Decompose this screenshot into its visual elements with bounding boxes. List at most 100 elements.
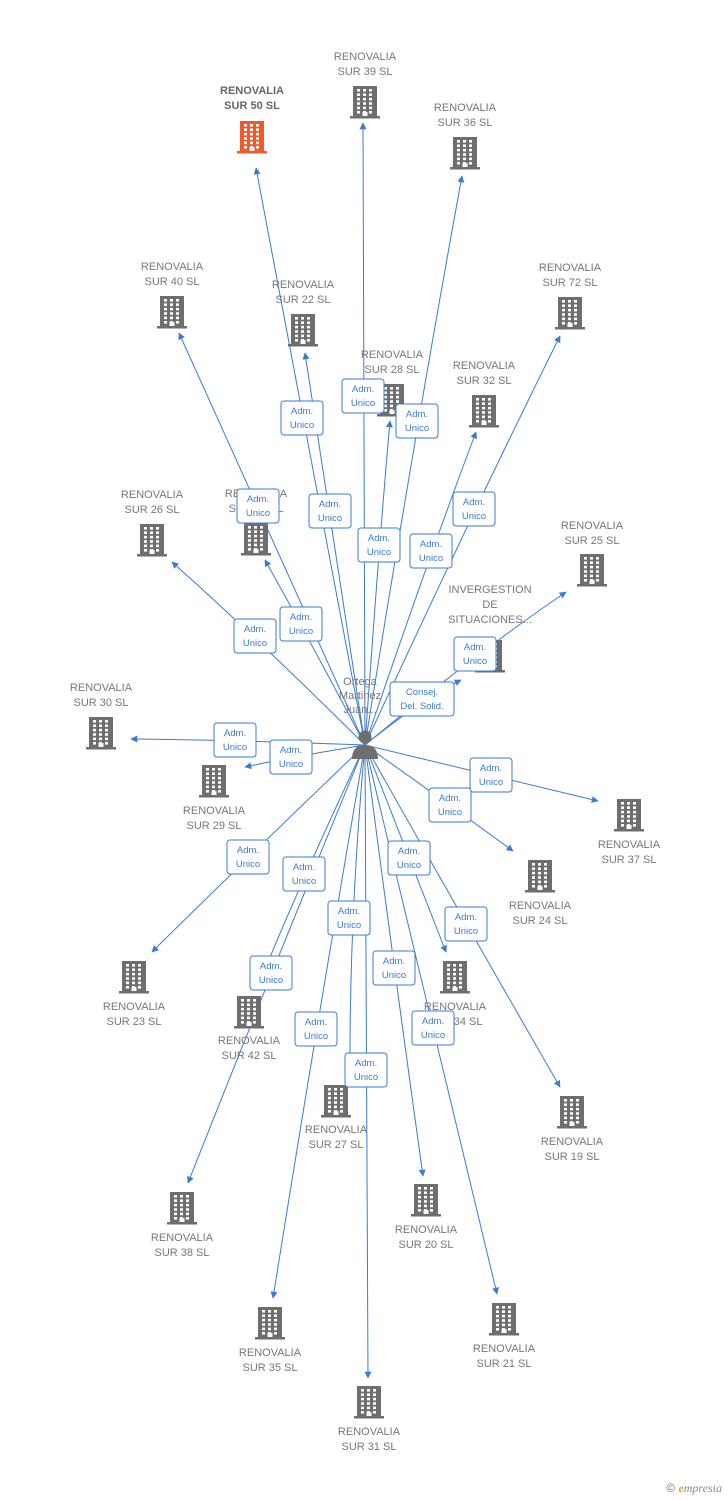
building-icon[interactable] xyxy=(234,996,264,1029)
edge-label-sur40[interactable]: Adm.Unico xyxy=(236,488,280,524)
edge-label-sur25[interactable]: Adm.Unico xyxy=(453,636,497,672)
edge-label-sur20[interactable]: Adm.Unico xyxy=(372,950,416,986)
company-label: RENOVALIA xyxy=(338,1426,401,1438)
edge-label-line: Del. Solid. xyxy=(400,701,443,712)
building-icon[interactable] xyxy=(137,524,167,557)
edge-label-sur32[interactable]: Adm. Unico xyxy=(409,533,453,569)
building-icon[interactable] xyxy=(525,860,555,893)
building-icon[interactable] xyxy=(557,1096,587,1129)
center-person[interactable]: OrtegaMartinezJuan... xyxy=(339,676,381,759)
edge-label-sur36[interactable]: Adm.Unico xyxy=(395,403,439,439)
edge-sur39 xyxy=(359,122,367,746)
company-label: SUR 35 SL xyxy=(242,1362,297,1374)
building-icon[interactable] xyxy=(440,961,470,994)
edge-sur40 xyxy=(178,332,366,746)
building-icon[interactable] xyxy=(350,86,380,119)
edge-label-line: Adm. xyxy=(383,956,405,967)
building-icon[interactable] xyxy=(119,961,149,994)
brand-logo[interactable]: empresia xyxy=(678,1481,722,1495)
building-icon[interactable] xyxy=(241,523,271,556)
edge-label-line: Adm. xyxy=(398,846,420,857)
edge-label-sur35[interactable]: Adm.Unico xyxy=(294,1011,338,1047)
edge-label-inverg[interactable]: Consej.Del. Solid. xyxy=(389,681,455,717)
edge-label-line: Unico xyxy=(463,656,487,667)
edge-label-sur50[interactable]: Adm.Unico xyxy=(280,400,324,436)
brand-initial: e xyxy=(678,1481,684,1495)
edge-label-line: Adm. xyxy=(480,763,502,774)
building-icon[interactable] xyxy=(469,395,499,428)
edge-label-sur21[interactable]: Adm.Unico xyxy=(411,1010,455,1046)
company-node-sur36[interactable]: RENOVALIA SUR 36 SL xyxy=(434,102,497,170)
edge-label-sur30[interactable]: Adm.Unico xyxy=(213,722,257,758)
edge-label-sur31[interactable]: Adm.Unico xyxy=(344,1052,388,1088)
edge-label-sur72[interactable]: Adm.Unico xyxy=(452,491,496,527)
company-label: SUR 21 SL xyxy=(476,1358,531,1370)
edge-label-line: Unico xyxy=(259,975,283,986)
edge-label-sur39[interactable]: Adm.Unico xyxy=(341,378,385,414)
edge-label-sur26[interactable]: Adm.Unico xyxy=(233,618,277,654)
edge-label-sur19[interactable]: Adm. Unico xyxy=(444,906,488,942)
edge-label-sur22[interactable]: Adm.Unico xyxy=(308,493,352,529)
edge-label-line: Adm. xyxy=(420,539,442,550)
person-name-line: Martinez xyxy=(339,690,381,702)
building-icon[interactable] xyxy=(288,314,318,347)
building-icon[interactable] xyxy=(489,1303,519,1336)
building-icon[interactable] xyxy=(555,297,585,330)
edge-label-line: Adm. xyxy=(319,499,341,510)
edge-label-sur24[interactable]: Adm.Unico xyxy=(428,787,472,823)
person-icon[interactable] xyxy=(352,730,378,760)
building-icon[interactable] xyxy=(86,717,116,750)
building-icon[interactable] xyxy=(450,137,480,170)
edge-label-sur42[interactable]: Adm.Unico xyxy=(282,856,326,892)
edge-label-sur27[interactable]: Adm.Unico xyxy=(327,900,371,936)
company-label: SUR 50 SL xyxy=(224,100,280,112)
building-icon[interactable] xyxy=(167,1192,197,1225)
edge-label-line: Unico xyxy=(289,626,313,637)
building-icon[interactable] xyxy=(411,1184,441,1217)
edge-label-sur37[interactable]: Adm.Unico xyxy=(469,757,513,793)
edge-label-sur34[interactable]: Adm.Unico xyxy=(387,840,431,876)
building-icon[interactable] xyxy=(237,121,267,154)
building-icon[interactable] xyxy=(255,1307,285,1340)
company-label: SUR 36 SL xyxy=(437,117,492,129)
edge-label-sur38[interactable]: Adm.Unico xyxy=(249,955,293,991)
building-icon[interactable] xyxy=(354,1386,384,1419)
edge-label-line: Adm. xyxy=(455,912,477,923)
edge-label-sur33[interactable]: Adm.Unico xyxy=(279,606,323,642)
edge-label-sur29[interactable]: Adm.Unico xyxy=(269,739,313,775)
edge-label-line: Unico xyxy=(454,926,478,937)
edge-label-sur28[interactable]: Adm.Unico xyxy=(357,527,401,563)
building-icon[interactable] xyxy=(321,1085,351,1118)
building-icon[interactable] xyxy=(614,799,644,832)
edge-label-line: Adm. xyxy=(224,728,246,739)
company-label: SUR 39 SL xyxy=(337,66,392,78)
edge-label-sur23[interactable]: Adm.Unico xyxy=(226,839,270,875)
building-icon[interactable] xyxy=(199,765,229,798)
company-label: RENOVALIA xyxy=(434,102,497,114)
edge-label-line: Unico xyxy=(419,553,443,564)
building-icon[interactable] xyxy=(577,554,607,587)
edge-label-line: Adm. xyxy=(422,1016,444,1027)
building-icon[interactable] xyxy=(157,296,187,329)
